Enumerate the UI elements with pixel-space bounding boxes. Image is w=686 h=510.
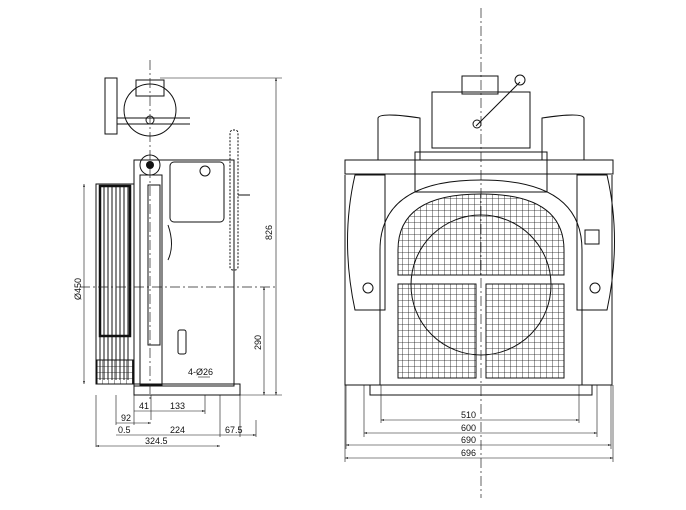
front-view: 510 600 690 696 (344, 8, 615, 498)
side-view: 826 290 Ø450 4-Ø26 41 133 92 0.5 224 67.… (73, 60, 282, 447)
dim-center-height: 290 (253, 335, 263, 350)
machine-housing (104, 77, 250, 396)
dim-92: 92 (121, 413, 131, 423)
dim-690: 690 (461, 435, 476, 445)
dim-324-5: 324.5 (145, 436, 168, 446)
dim-41: 41 (139, 401, 149, 411)
dim-224: 224 (170, 425, 185, 435)
dim-67-5: 67.5 (225, 425, 243, 435)
fan-grille (397, 193, 565, 379)
dim-height: 826 (264, 225, 274, 240)
dim-sheave-diameter: Ø450 (73, 278, 83, 300)
dim-holes: 4-Ø26 (188, 367, 213, 377)
traction-sheave (95, 183, 135, 385)
dim-696: 696 (461, 448, 476, 458)
dim-0-5: 0.5 (118, 425, 131, 435)
dim-600: 600 (461, 423, 476, 433)
dim-510: 510 (461, 410, 476, 420)
dim-133: 133 (170, 401, 185, 411)
